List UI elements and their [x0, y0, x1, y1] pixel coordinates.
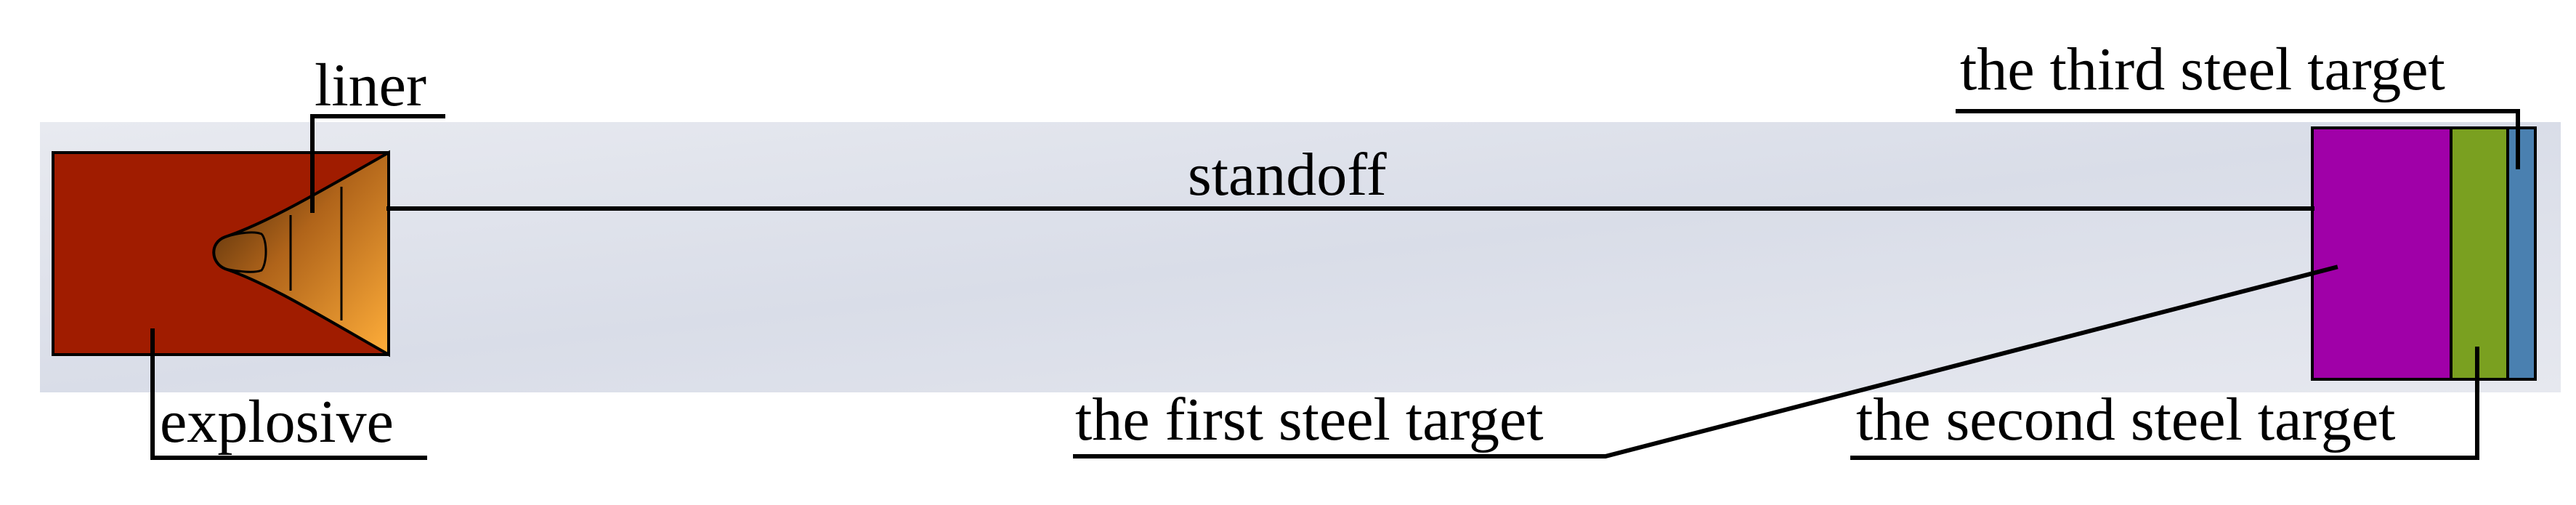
standoff-label: standoff — [1188, 141, 1387, 209]
first-target-leader — [1073, 264, 2338, 458]
background-panel — [40, 122, 2561, 392]
explosive-label: explosive — [160, 388, 394, 456]
second-target-leader — [1850, 347, 2479, 460]
third-target-leader — [1956, 109, 2520, 169]
first-steel-target-label: the first steel target — [1075, 386, 1544, 453]
second-steel-target — [2450, 126, 2509, 381]
first-steel-target — [2311, 126, 2453, 381]
third-steel-target — [2506, 126, 2537, 381]
liner-leader — [310, 114, 445, 213]
third-steel-target-label: the third steel target — [1960, 36, 2445, 103]
liner-cone — [212, 150, 390, 357]
explosive-leader — [150, 328, 427, 460]
second-steel-target-label: the second steel target — [1856, 386, 2396, 453]
liner-label: liner — [315, 52, 426, 119]
